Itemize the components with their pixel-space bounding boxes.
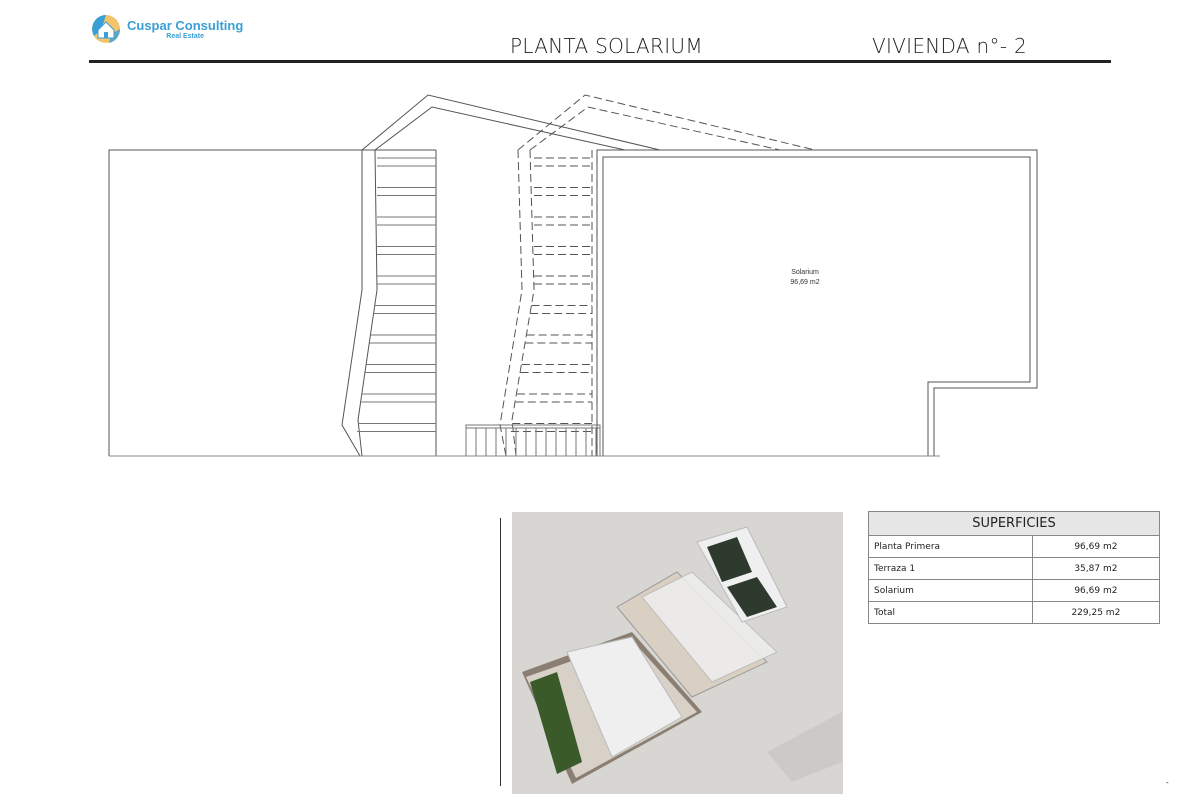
logo-subtitle: Real Estate — [166, 32, 205, 40]
plan-title: PLANTA SOLARIUM — [510, 34, 703, 58]
corner-mark: - — [1166, 778, 1169, 787]
row-value: 96,69 m2 — [1031, 579, 1161, 602]
railing — [465, 424, 601, 457]
surfaces-title: SUPERFICIES — [868, 511, 1160, 536]
logo-name: Cuspar Consulting — [127, 17, 244, 33]
solid-stair — [108, 94, 661, 457]
dashed-stair — [499, 94, 816, 457]
row-label: Terraza 1 — [868, 557, 1033, 580]
row-label: Total — [868, 601, 1033, 624]
room-area: 96,69 m2 — [790, 279, 820, 286]
unit-title: VIVIENDA n°- 2 — [872, 34, 1028, 58]
header-divider — [89, 60, 1111, 63]
house-logo-icon — [92, 15, 121, 43]
row-value: 96,69 m2 — [1031, 535, 1161, 558]
row-value: 35,87 m2 — [1031, 557, 1161, 580]
separator-line — [500, 518, 501, 786]
row-label: Solarium — [868, 579, 1033, 602]
room-name: Solarium — [791, 269, 819, 276]
solarium-outline — [596, 149, 1038, 456]
aerial-render-image — [512, 512, 843, 794]
company-logo: Cuspar Consulting Real Estate — [91, 14, 243, 44]
row-value: 229,25 m2 — [1031, 601, 1161, 624]
solarium-label: Solarium 96,69 m2 — [760, 268, 850, 288]
row-label: Planta Primera — [868, 535, 1033, 558]
